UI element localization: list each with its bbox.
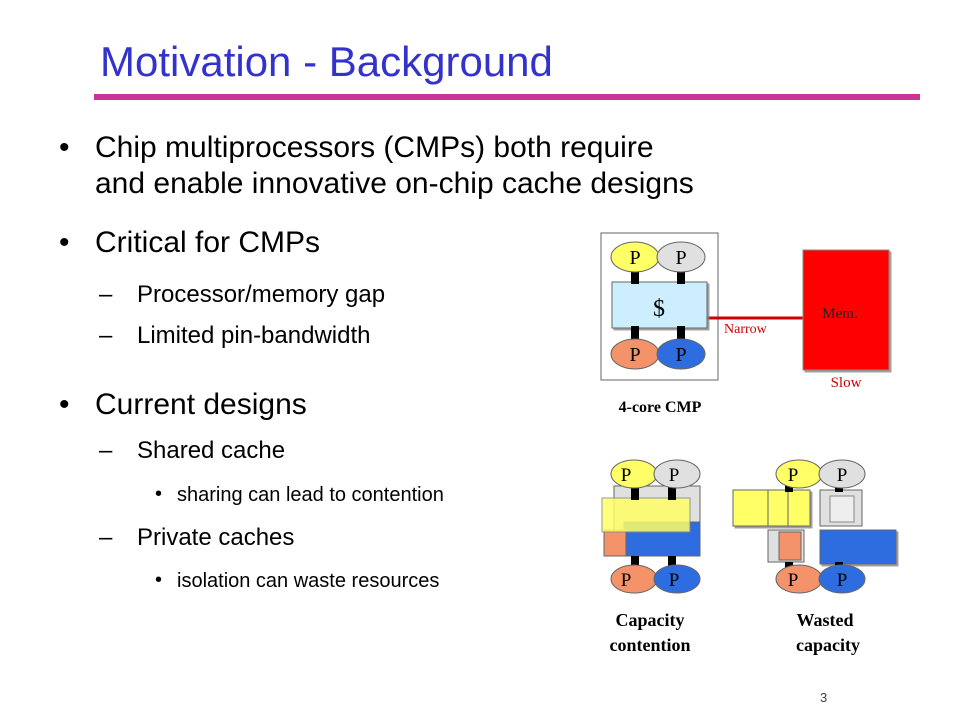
proc-connector	[677, 326, 685, 346]
proc-connector	[668, 556, 676, 570]
processor-gray	[653, 459, 701, 489]
sub-bullet-private-caches: – Private caches	[99, 524, 295, 551]
proc-connector	[631, 484, 639, 500]
sub-sub-bullet-waste: • isolation can waste resources	[155, 569, 440, 592]
cache-label: $	[653, 296, 665, 322]
processor-label: P	[837, 465, 848, 486]
wasted-caption-line-1: Wasted	[796, 610, 853, 630]
shared-cache	[611, 281, 708, 329]
processor-label: P	[621, 465, 632, 486]
wasted-capacity-diagram: P P P P Wasted capacity	[732, 459, 897, 655]
bullet-1-line-2: and enable innovative on-chip cache desi…	[95, 167, 694, 200]
processor-label: P	[669, 465, 680, 486]
contention-caption-line-1: Capacity	[616, 610, 685, 630]
dash-marker: –	[99, 524, 113, 551]
cache-orange-region	[603, 529, 627, 557]
bullet-1-line-1: Chip multiprocessors (CMPs) both require	[95, 131, 654, 164]
processor-label: P	[621, 570, 632, 591]
contention-caption-line-2: contention	[610, 635, 691, 655]
processor-label: P	[837, 570, 848, 591]
processor-blue	[818, 564, 866, 594]
bullet-3-text: Current designs	[95, 388, 307, 421]
sub-sub-bullet-contention: • sharing can lead to contention	[155, 483, 444, 506]
processor-label: P	[629, 344, 640, 366]
bullet-marker: •	[59, 226, 70, 259]
processor-label: P	[675, 344, 686, 366]
bullet-marker: •	[155, 569, 163, 591]
processor-yellow	[775, 459, 823, 489]
processor-orange	[775, 564, 823, 594]
sub-bullet-shared-cache: – Shared cache	[99, 437, 286, 464]
processor-gray	[656, 241, 706, 273]
four-core-cmp-diagram: $ P P P P Mem. Narrow Slow 4-core CMP	[600, 232, 890, 416]
bullet-marker: •	[155, 483, 163, 505]
memory-speed-label: Slow	[831, 375, 862, 391]
bullet-2-text: Critical for CMPs	[95, 226, 321, 259]
proc-connector	[677, 262, 685, 284]
proc-connector	[668, 484, 676, 500]
slide-title: Motivation - Background	[100, 38, 553, 85]
title-underline	[94, 94, 920, 100]
proc-connector	[631, 326, 639, 346]
sub-bullet-pin-bandwidth: – Limited pin-bandwidth	[99, 322, 371, 349]
proc-connector	[631, 556, 639, 570]
link-label: Narrow	[724, 322, 768, 337]
processor-gray	[818, 459, 866, 489]
private-cache-gray-inner	[829, 495, 855, 523]
dash-marker: –	[99, 437, 113, 464]
memory-block	[802, 249, 890, 371]
processor-blue	[656, 338, 706, 370]
processor-yellow	[610, 459, 658, 489]
wasted-caption-line-2: capacity	[796, 635, 860, 655]
processor-label: P	[788, 465, 799, 486]
bullet-1: • Chip multiprocessors (CMPs) both requi…	[59, 130, 694, 202]
private-cache-yellow-inner	[767, 489, 789, 527]
memory-label: Mem.	[822, 306, 857, 322]
processor-orange	[610, 564, 658, 594]
capacity-contention-diagram: P P P P Capacity contention	[601, 459, 701, 655]
processor-label: P	[669, 570, 680, 591]
private-cache-blue	[819, 529, 897, 565]
processor-blue	[653, 564, 701, 594]
dash-marker: –	[99, 281, 113, 308]
proc-connector	[631, 262, 639, 284]
bullet-marker: •	[59, 388, 70, 421]
dash-marker: –	[99, 322, 113, 349]
bullet-3: • Current designs	[59, 387, 307, 423]
cache-yellow-region	[601, 497, 691, 533]
bullet-marker: •	[59, 131, 70, 164]
bullet-2: • Critical for CMPs	[59, 225, 321, 261]
processor-label: P	[629, 247, 640, 269]
page-number: 3	[820, 690, 828, 705]
cmp-caption: 4-core CMP	[619, 399, 702, 416]
sub-bullet-processor-memory-gap: – Processor/memory gap	[99, 281, 386, 308]
private-cache-orange	[778, 531, 802, 561]
processor-label: P	[675, 247, 686, 269]
processor-label: P	[788, 570, 799, 591]
